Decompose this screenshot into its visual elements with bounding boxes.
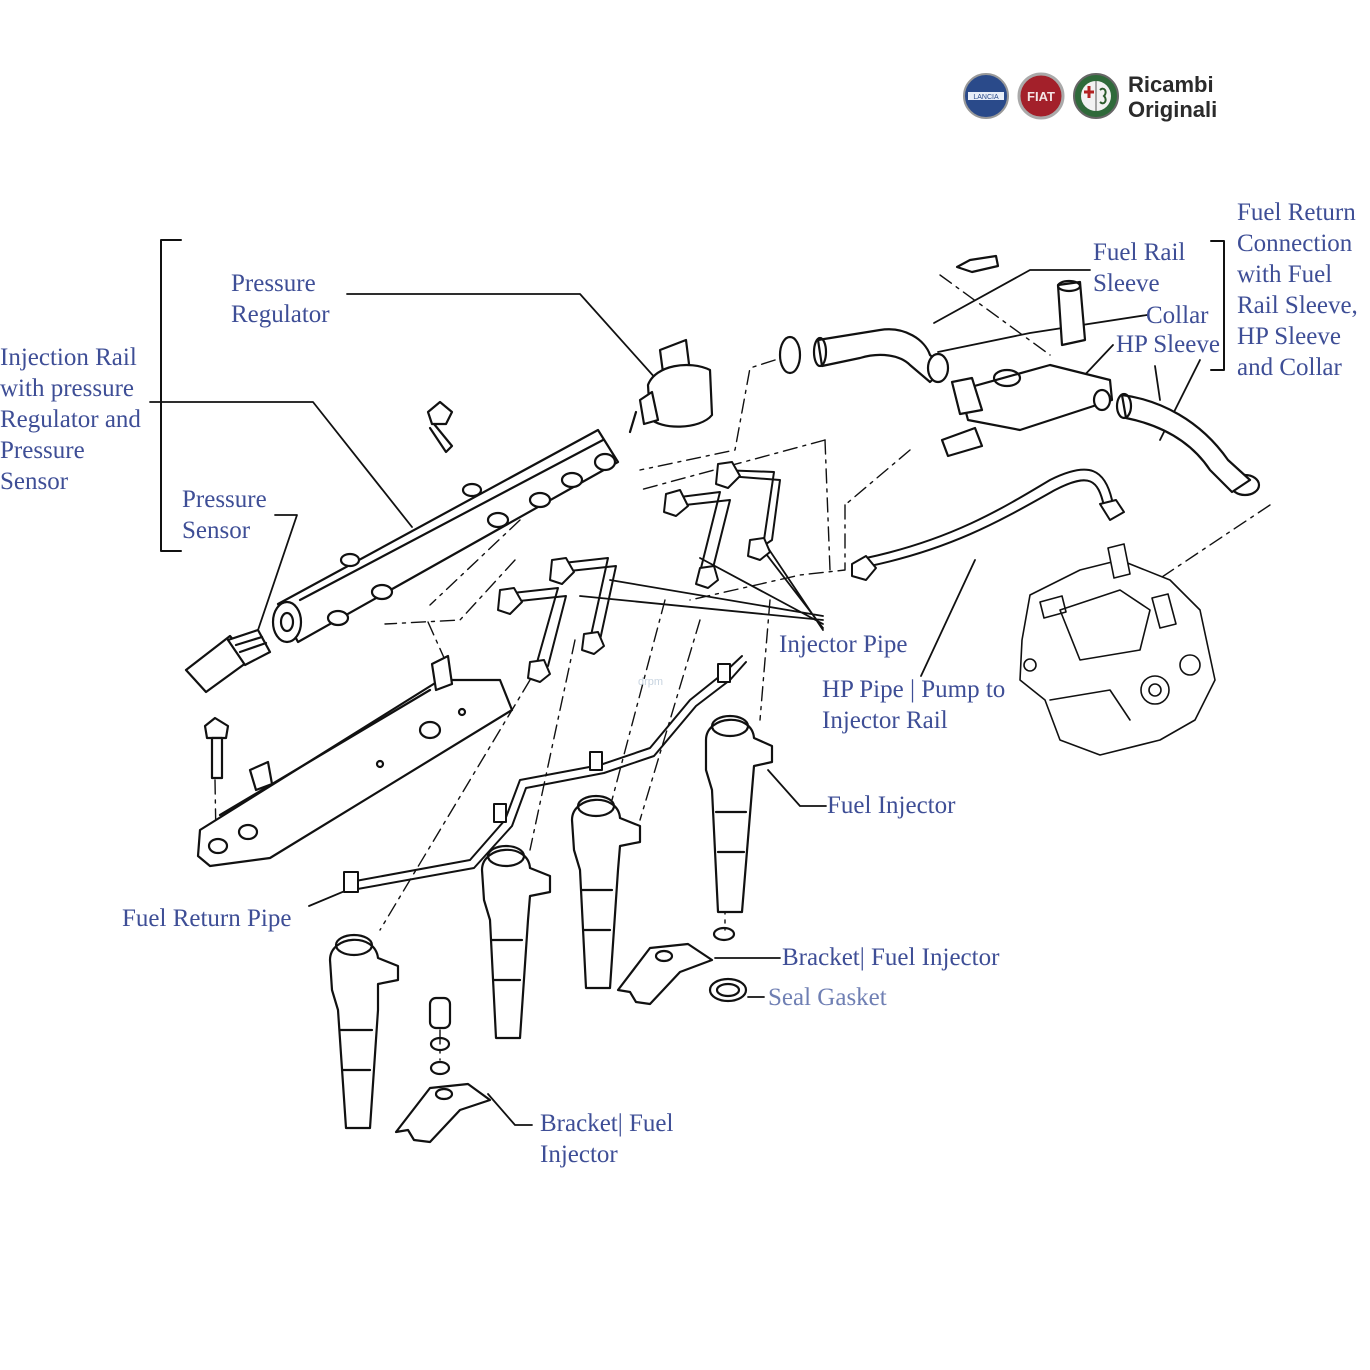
leader-lines [149, 269, 1201, 1126]
label-fuel-injector: Fuel Injector [827, 792, 956, 819]
label-injector-pipe: Injector Pipe [779, 631, 908, 658]
seal-gasket [708, 977, 748, 1003]
pressure-regulator [628, 338, 714, 434]
fuel-return-pipe [343, 655, 747, 893]
alfa-romeo-logo-icon [1073, 73, 1119, 119]
svg-text:LANCIA: LANCIA [973, 94, 999, 101]
label-injection-rail: Injection Rail with pressure Regulator a… [0, 344, 141, 495]
label-bracket-fuel-injector-bottom: Bracket| Fuel Injector [540, 1110, 674, 1168]
label-brackets [160, 239, 1225, 552]
label-fuel-return-pipe: Fuel Return Pipe [122, 905, 292, 932]
injector-bracket-bottom [394, 1082, 492, 1144]
brand-wordmark: Ricambi Originali [1128, 72, 1217, 122]
hp-pipe [851, 468, 1125, 581]
fuel-return-connection [940, 279, 1114, 458]
rail-mounting-bolt [426, 254, 1000, 454]
pressure-sensor [184, 628, 272, 694]
injector-pipes [497, 461, 781, 683]
fuel-rail-sleeve [812, 328, 950, 384]
fuel-injector-2 [480, 844, 552, 1040]
label-hp-pipe: HP Pipe | Pump to Injector Rail [822, 676, 1006, 734]
hp-sleeve [1115, 392, 1252, 494]
label-bracket-fuel-injector-right: Bracket| Fuel Injector [782, 944, 1000, 971]
pipe-nuts [497, 461, 771, 683]
label-collar: Collar [1146, 302, 1209, 329]
label-pressure-sensor: Pressure Sensor [182, 486, 267, 544]
rail-mounting-bracket [196, 654, 514, 868]
fuel-injection-rail [271, 428, 620, 644]
label-fuel-rail-sleeve: Fuel Rail Sleeve [1093, 239, 1186, 297]
rail-outlet-ports [326, 471, 584, 627]
injector-bracket-right [616, 942, 714, 1006]
bracket-bolt [203, 716, 230, 780]
lancia-logo: LANCIA [962, 72, 1010, 120]
fuel-injector-3 [570, 794, 642, 990]
lancia-logo-icon: LANCIA [963, 73, 1009, 119]
fuel-injector-1 [328, 933, 400, 1130]
brand-line-2: Originali [1128, 97, 1218, 122]
high-pressure-pump [1019, 543, 1216, 756]
assembly-dash-lines [214, 274, 1271, 1061]
alfa-romeo-logo [1072, 72, 1120, 120]
svg-text:FIAT: FIAT [1027, 89, 1055, 104]
fiat-logo-icon: FIAT [1017, 72, 1065, 120]
brand-line-1: Ricambi [1128, 72, 1214, 97]
label-hp-sleeve: HP Sleeve [1116, 331, 1220, 358]
watermark-text: drpm [638, 676, 664, 688]
label-fuel-return-connection: Fuel Return Connection with Fuel Rail Sl… [1237, 199, 1358, 381]
label-seal-gasket: Seal Gasket [768, 984, 887, 1011]
injector-washers [428, 926, 736, 1076]
fuel-injector-4 [704, 714, 774, 914]
label-pressure-regulator: Pressure Regulator [231, 270, 330, 328]
fiat-logo: FIAT [1017, 72, 1065, 120]
